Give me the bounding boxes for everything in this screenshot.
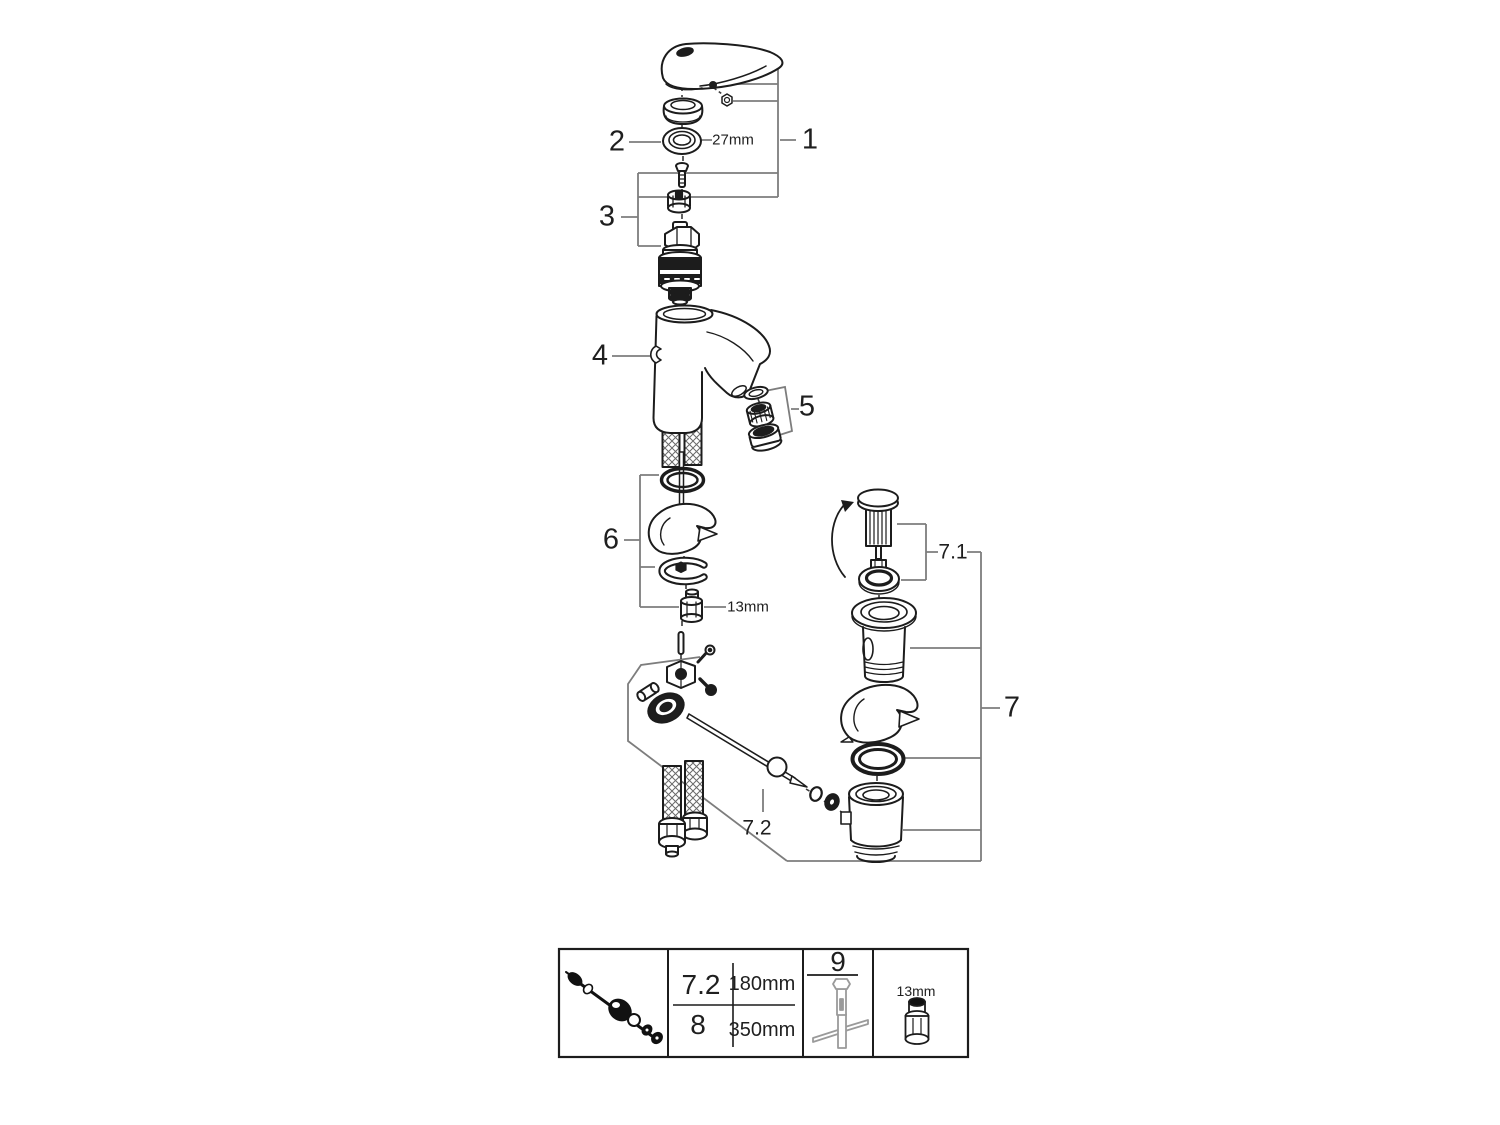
cartridge-drawing [658, 221, 702, 306]
callout-3-label: 3 [598, 200, 616, 233]
cartridge-screw-drawing [675, 162, 689, 188]
handle-lever-drawing [660, 42, 784, 91]
rotation-arrow-icon [831, 500, 854, 578]
legend-socket-drawing [904, 997, 930, 1045]
legend-row1-length-label: 180mm [728, 973, 796, 995]
legend-row2-length-label: 350mm [728, 1019, 796, 1041]
plug-seal-drawing [858, 566, 900, 595]
legend-row2-ref-label: 8 [690, 1009, 706, 1040]
legend-rod-kit-drawing [565, 971, 663, 1045]
callout-6-label: 6 [602, 523, 620, 556]
adapter-nut-drawing [667, 189, 691, 214]
handle-screw-drawing [709, 81, 733, 107]
popup-pin-drawing [677, 631, 685, 655]
callout-2-label: 2 [608, 125, 626, 158]
callout-7-label: 7 [1003, 691, 1021, 724]
mounting-nut-13mm-drawing [680, 588, 703, 623]
popup-rod-drawing [686, 713, 808, 788]
base-oring-drawing [659, 466, 706, 494]
callout-7-1-label: 7.1 [938, 540, 968, 564]
callout-1-label: 1 [801, 123, 819, 156]
legend-row1-ref-label: 7.2 [681, 969, 721, 1000]
drain-wedge-gasket-drawing [840, 683, 920, 744]
legend-socket-size-label: 13mm [896, 983, 936, 999]
callout-4-label: 4 [591, 339, 609, 372]
knurled-nut-drawing [647, 692, 685, 724]
ball-joint-drawing [636, 644, 717, 702]
drain-body-drawing [840, 782, 904, 863]
mounting-nut-size-label: 13mm [727, 598, 769, 616]
horseshoe-washer-drawing [658, 556, 708, 586]
faucet-body-drawing [649, 304, 771, 434]
mounting-wedge-drawing [647, 502, 718, 555]
legend-tool-ref-label: 9 [830, 946, 846, 977]
cap-ring-27mm-drawing [662, 127, 702, 155]
escutcheon-cap-drawing [662, 97, 704, 125]
aerator-kit-drawing [743, 385, 783, 452]
supply-hose-ends-drawing [658, 760, 708, 858]
callout-5-label: 5 [798, 390, 816, 423]
drain-oring-drawing [850, 742, 906, 776]
drain-flange-drawing [851, 597, 917, 683]
legend-table [557, 947, 970, 1059]
cap-ring-size-label: 27mm [712, 131, 754, 149]
popup-plug-drawing [857, 488, 899, 569]
legend-tool-drawing [812, 978, 869, 1049]
callout-7-2-label: 7.2 [742, 816, 772, 840]
rod-seals-drawing [809, 786, 840, 811]
